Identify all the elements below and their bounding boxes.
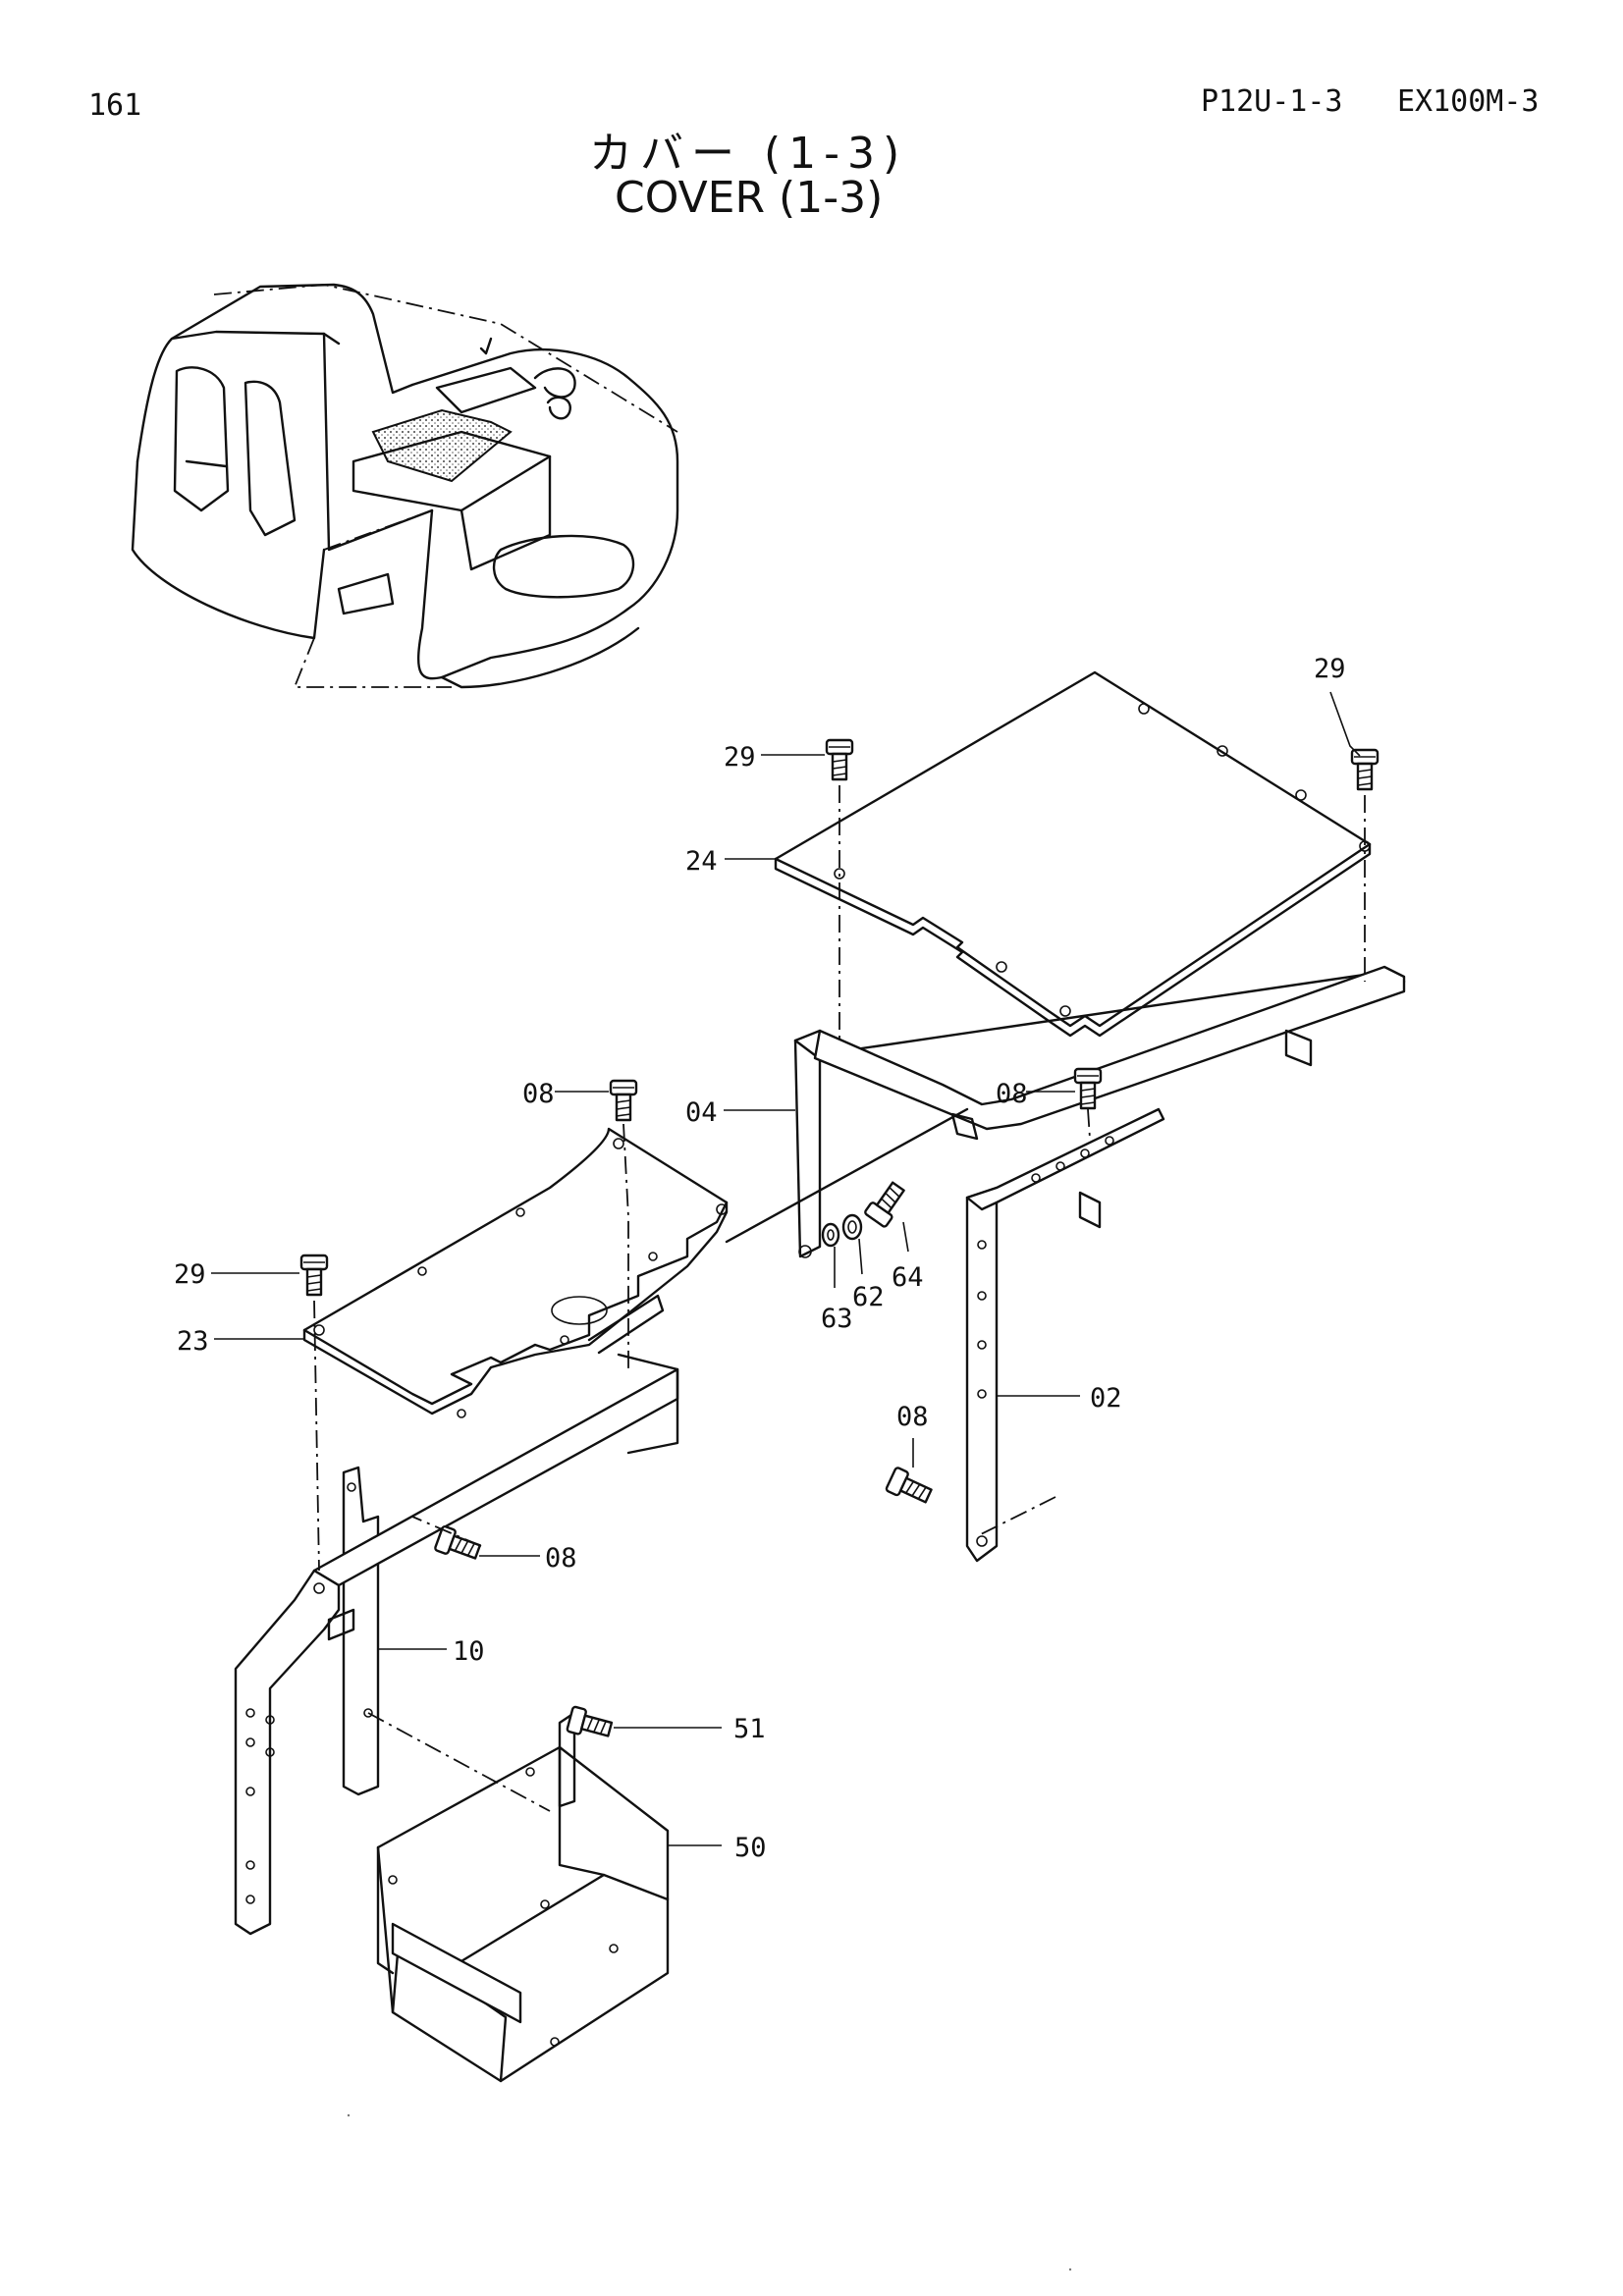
page-title-english: COVER (1-3) <box>615 173 884 223</box>
callout-64: 64 <box>892 1262 924 1293</box>
callout-50: 50 <box>734 1833 767 1863</box>
catalog-reference: P12U-1-3 <box>1201 84 1343 119</box>
callout-29-top-left: 29 <box>724 742 756 773</box>
callout-29-top-right: 29 <box>1314 654 1346 684</box>
machine-model: EX100M-3 <box>1397 84 1540 119</box>
callout-08-right-frame: 08 <box>896 1402 929 1432</box>
washer-62 <box>841 1213 863 1241</box>
bolt-29-top-right-cover <box>1350 748 1380 791</box>
page-title-japanese: カバー (1-3) <box>589 129 908 179</box>
bolt-64 <box>862 1178 910 1229</box>
callout-62: 62 <box>852 1282 885 1312</box>
part-50-box-tray <box>376 1711 670 2083</box>
part-24-top-cover-plate <box>774 670 1372 1038</box>
bolt-08-left-cover <box>609 1079 638 1122</box>
callout-63: 63 <box>821 1304 853 1334</box>
callout-29-left-cover: 29 <box>174 1259 206 1290</box>
bolt-29-top-left-cover <box>825 738 854 781</box>
part-23-left-cover-plate <box>302 1127 729 1418</box>
part-callouts: 29 29 24 08 04 08 29 23 63 62 64 08 02 0… <box>174 654 1346 1863</box>
bolt-08-left-frame <box>433 1524 484 1566</box>
bolt-08-right-frame <box>884 1466 936 1509</box>
callout-08-left-cover: 08 <box>522 1079 555 1109</box>
assembly-center-lines <box>313 785 1366 1812</box>
callout-02: 02 <box>1090 1383 1122 1414</box>
washer-63 <box>821 1222 840 1248</box>
callout-08-frame: 08 <box>996 1079 1028 1109</box>
part-02-side-frame <box>965 1107 1165 1563</box>
page-number: 161 <box>88 88 142 123</box>
callout-23: 23 <box>177 1326 209 1357</box>
excavator-overview-illustration <box>131 283 679 689</box>
callout-10: 10 <box>453 1636 485 1667</box>
callout-08-left-frame: 08 <box>545 1543 577 1574</box>
callout-24: 24 <box>685 846 718 877</box>
bolt-29-left-cover <box>299 1254 329 1297</box>
callout-51: 51 <box>733 1714 766 1744</box>
callout-04: 04 <box>685 1097 718 1128</box>
leader-lines <box>211 691 1361 1846</box>
